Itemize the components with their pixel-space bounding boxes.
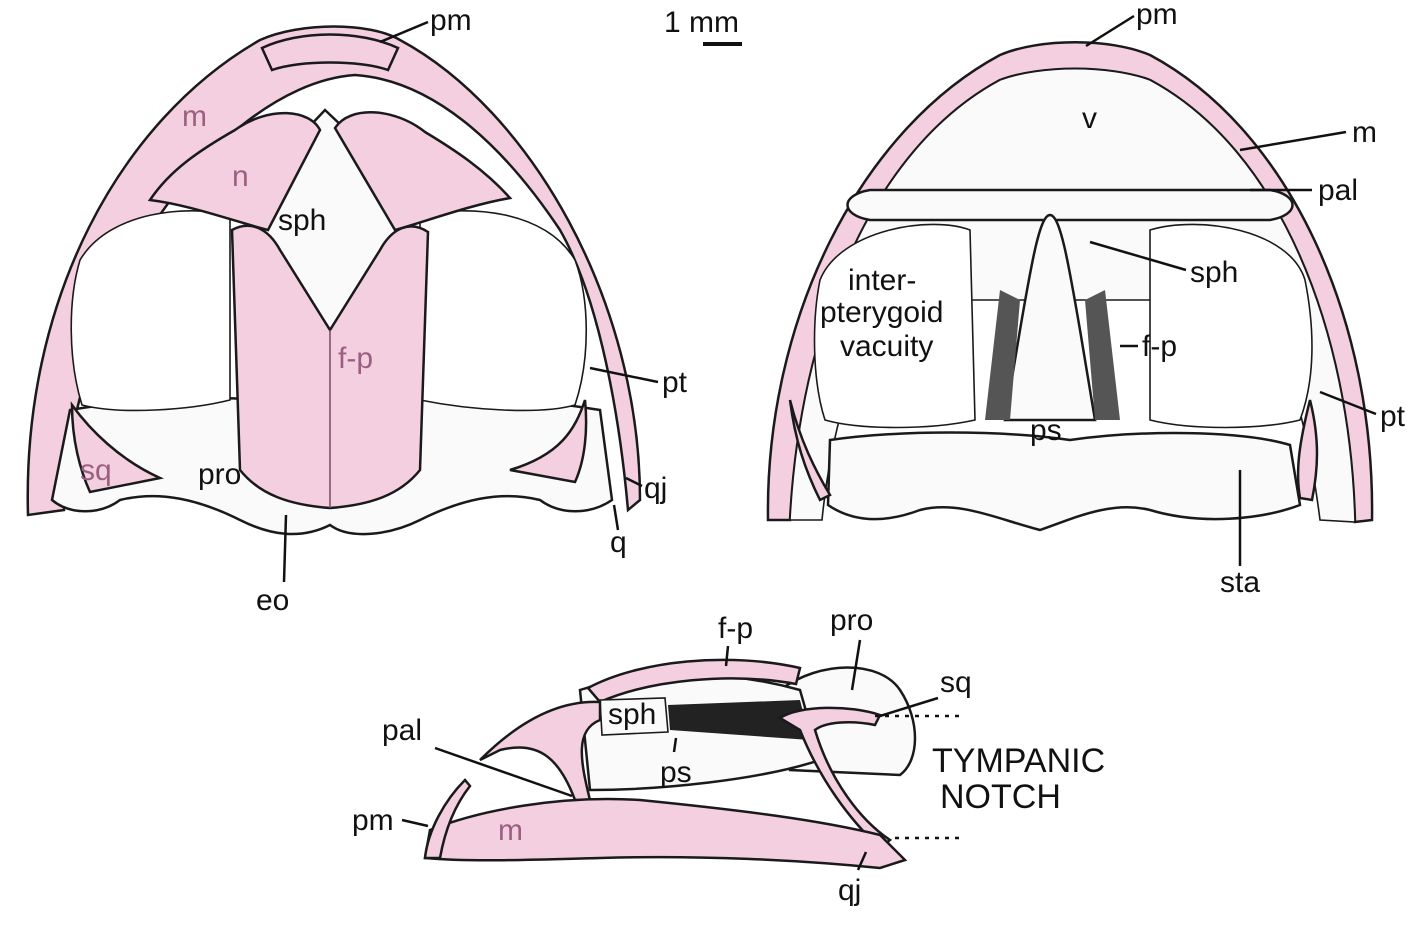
lateral-frontoparietal — [586, 658, 802, 704]
dorsal-label-n: n — [232, 160, 249, 193]
lateral-dark-area — [668, 700, 810, 740]
ventral-label-sta: sta — [1220, 566, 1260, 599]
dorsal-leader-q — [612, 504, 620, 531]
ventral-left-pterygoid — [788, 399, 832, 502]
dorsal-label-fp: f-p — [338, 342, 373, 375]
lateral-label-sph: sph — [608, 698, 656, 731]
lateral-squamosal — [777, 706, 893, 850]
lateral-leader-fp — [724, 645, 730, 667]
lateral-premaxilla — [423, 778, 472, 860]
lateral-palatine — [479, 700, 602, 802]
lateral-label-tympanic-2: NOTCH — [940, 778, 1061, 816]
scale-bar-label: 1 mm — [664, 6, 739, 39]
ventral-view: pm v m pal sph inter- pterygoid vacuity … — [766, 0, 1406, 599]
lateral-label-pal: pal — [382, 714, 422, 747]
scale-bar: 1 mm — [664, 6, 742, 46]
ventral-parasphenoid — [1003, 213, 1097, 422]
lateral-leader-pal — [434, 746, 573, 798]
dorsal-label-m: m — [182, 100, 207, 133]
dorsal-right-squamosal — [509, 399, 588, 484]
ventral-label-fp: f-p — [1142, 330, 1177, 363]
ventral-palate — [846, 188, 1294, 222]
ventral-label-sph: sph — [1190, 256, 1238, 289]
ventral-right-dark-area — [1085, 290, 1120, 420]
dorsal-left-orbit — [70, 210, 231, 412]
ventral-left-vacuity — [813, 223, 976, 429]
lateral-leader-ps — [672, 737, 678, 753]
dorsal-left-nasal — [147, 111, 322, 232]
dorsal-label-pt: pt — [662, 366, 688, 399]
ventral-braincase — [826, 431, 1302, 532]
ventral-label-vacuity-3: vacuity — [840, 330, 933, 363]
ventral-label-vacuity-2: pterygoid — [820, 296, 943, 329]
dorsal-view: pm m n sph f-p pt sq pro qj q eo — [26, 4, 688, 617]
lateral-view: f-p pro sq sph ps pal pm m qj TYMPANIC N… — [352, 604, 1105, 907]
lateral-label-pm: pm — [352, 804, 394, 837]
lateral-label-ps: ps — [660, 756, 692, 789]
lateral-label-tympanic-1: TYMPANIC — [932, 742, 1105, 780]
dorsal-premaxilla — [260, 33, 400, 72]
ventral-label-vacuity-1: inter- — [848, 264, 916, 297]
dorsal-right-nasal — [333, 111, 513, 232]
lateral-leader-sq — [879, 696, 939, 718]
ventral-left-dark-area — [985, 290, 1020, 420]
lateral-sphenethmoid — [599, 697, 669, 736]
ventral-leader-pm — [1085, 14, 1135, 48]
dorsal-right-orbit — [419, 210, 587, 412]
ventral-right-vacuity — [1149, 223, 1313, 429]
dorsal-label-sq: sq — [80, 454, 112, 487]
dorsal-label-sph: sph — [278, 204, 326, 237]
lateral-label-fp: f-p — [718, 612, 753, 645]
dorsal-label-pm: pm — [430, 4, 472, 37]
lateral-leader-qj — [856, 851, 868, 871]
ventral-label-pm: pm — [1136, 0, 1178, 31]
lateral-leader-pm — [401, 818, 429, 828]
lateral-label-pro: pro — [830, 604, 873, 637]
ventral-leader-m — [1239, 130, 1347, 152]
ventral-leader-sph — [1089, 240, 1187, 272]
dorsal-label-qj: qj — [644, 472, 667, 505]
ventral-label-v: v — [1082, 102, 1097, 135]
ventral-leader-pt — [1319, 390, 1377, 416]
lateral-label-sq: sq — [940, 666, 972, 699]
ventral-right-pterygoid — [1296, 399, 1319, 502]
lateral-leader-pro — [850, 639, 862, 691]
dorsal-label-q: q — [610, 526, 627, 559]
ventral-label-ps: ps — [1030, 414, 1062, 447]
dorsal-leader-pm — [379, 20, 429, 44]
lateral-maxilla — [423, 797, 908, 870]
dorsal-leader-pt — [589, 366, 659, 384]
ventral-label-pal: pal — [1318, 174, 1358, 207]
dorsal-label-eo: eo — [256, 584, 289, 617]
dorsal-leader-qj — [625, 476, 643, 488]
lateral-label-m: m — [498, 814, 523, 847]
dorsal-leader-eo — [282, 514, 288, 583]
ventral-label-pt: pt — [1380, 400, 1406, 433]
dorsal-label-pro: pro — [198, 458, 241, 491]
lateral-label-qj: qj — [838, 874, 861, 907]
ventral-label-m: m — [1352, 116, 1377, 149]
dorsal-left-squamosal — [70, 401, 165, 494]
